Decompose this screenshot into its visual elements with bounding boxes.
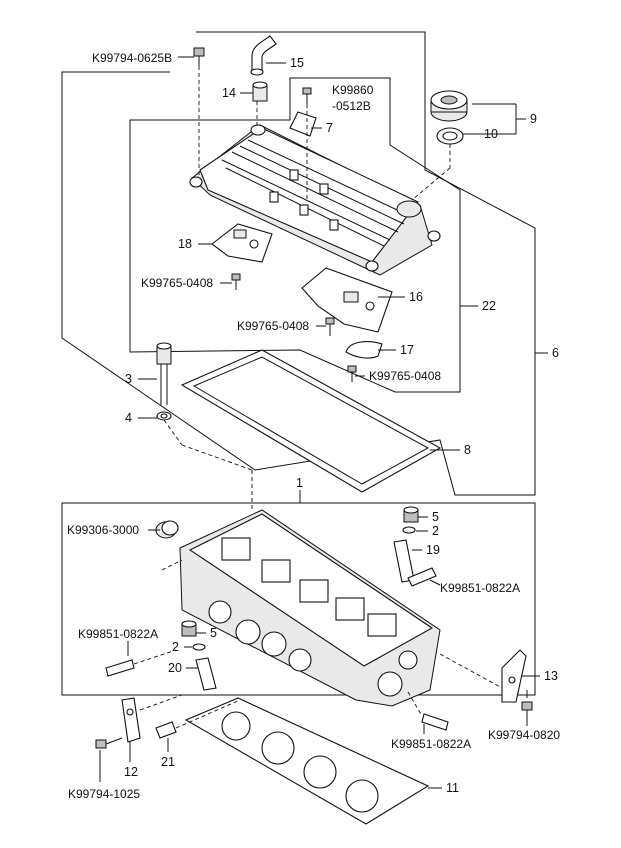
baffle-plate-18 [211, 223, 273, 263]
washer-4 [156, 411, 172, 421]
bolt-k0625b [193, 47, 205, 66]
code-k0408-a: K99765-0408 [141, 276, 213, 290]
valve-guide-20 [195, 657, 217, 691]
screw-18 [231, 273, 241, 290]
group-1-outline [61, 502, 536, 696]
code-k0820: K99794-0820 [488, 728, 560, 742]
callout-5-upper: 5 [432, 510, 439, 524]
code-k1025: K99794-1025 [68, 787, 140, 801]
callout-4: 4 [125, 411, 132, 425]
stud-k0822a-upper [407, 567, 437, 587]
callout-6: 6 [552, 346, 559, 360]
callout-2-lower: 2 [172, 640, 179, 654]
stud-k0822a-lower [421, 713, 449, 731]
callout-17: 17 [400, 343, 414, 357]
bracket-13 [501, 649, 527, 703]
code-k0822a-c: K99851-0822A [391, 737, 471, 751]
code-k0512b-line2: -0512B [332, 99, 371, 113]
cover-gasket-8 [180, 349, 442, 493]
part-number-labels: K99794-0625B 15 14 K99860 -0512B 7 9 10 … [67, 51, 560, 801]
code-k3000: K99306-3000 [67, 523, 139, 537]
cylinder-head [179, 509, 441, 707]
callout-19: 19 [426, 543, 440, 557]
code-k0512b-line1: K99860 [332, 83, 374, 97]
pcv-valve [252, 81, 268, 102]
washer-upper [402, 526, 416, 534]
code-k0408-b: K99765-0408 [237, 319, 309, 333]
bracket-12 [121, 697, 141, 743]
callout-16: 16 [409, 290, 423, 304]
baffle-plate-16 [301, 267, 393, 333]
valve-guide-19 [393, 539, 415, 583]
hidden-lines [133, 66, 503, 729]
callout-9: 9 [530, 112, 537, 126]
callout-10: 10 [484, 127, 498, 141]
cylinder-head-cover [189, 124, 441, 276]
plate-17 [345, 341, 383, 359]
callout-3: 3 [125, 372, 132, 386]
oil-filler-cap [430, 90, 468, 122]
leader-lines [99, 56, 548, 789]
bolt-k0820 [521, 690, 533, 711]
baffle-plate-7 [289, 111, 317, 137]
screw-17 [347, 365, 357, 382]
group-22-outline [129, 77, 461, 393]
bolt-k1025 [95, 737, 123, 749]
screw-16 [325, 317, 335, 336]
valve-stem-seal-upper [403, 506, 419, 523]
callout-1: 1 [296, 476, 303, 490]
callout-21: 21 [161, 755, 175, 769]
pcv-hose [250, 35, 277, 76]
head-gasket-11 [184, 697, 430, 825]
washer-lower [192, 643, 206, 651]
callout-22: 22 [482, 299, 496, 313]
callout-8: 8 [464, 443, 471, 457]
bolt-k0512b [302, 87, 312, 104]
valve-stem-seal-lower [181, 620, 197, 637]
dowel-21 [155, 721, 177, 739]
code-k0408-c: K99765-0408 [369, 369, 441, 383]
code-k0822a-b: K99851-0822A [78, 627, 158, 641]
callout-12: 12 [124, 765, 138, 779]
code-k0625b: K99794-0625B [92, 51, 172, 65]
callout-20: 20 [168, 661, 182, 675]
callout-11: 11 [446, 781, 459, 795]
code-k0822a-a: K99851-0822A [440, 581, 520, 595]
oil-filler-seal [436, 127, 464, 145]
callout-5-lower: 5 [210, 626, 217, 640]
cover-bolt-3 [156, 342, 172, 405]
callout-13: 13 [544, 669, 558, 683]
group-6-outline [61, 31, 536, 496]
callout-18: 18 [178, 237, 192, 251]
stud-k0822a-left [105, 659, 135, 677]
callout-14: 14 [222, 86, 236, 100]
callout-15: 15 [290, 56, 304, 70]
callout-2-upper: 2 [432, 524, 439, 538]
callout-7: 7 [326, 121, 333, 135]
